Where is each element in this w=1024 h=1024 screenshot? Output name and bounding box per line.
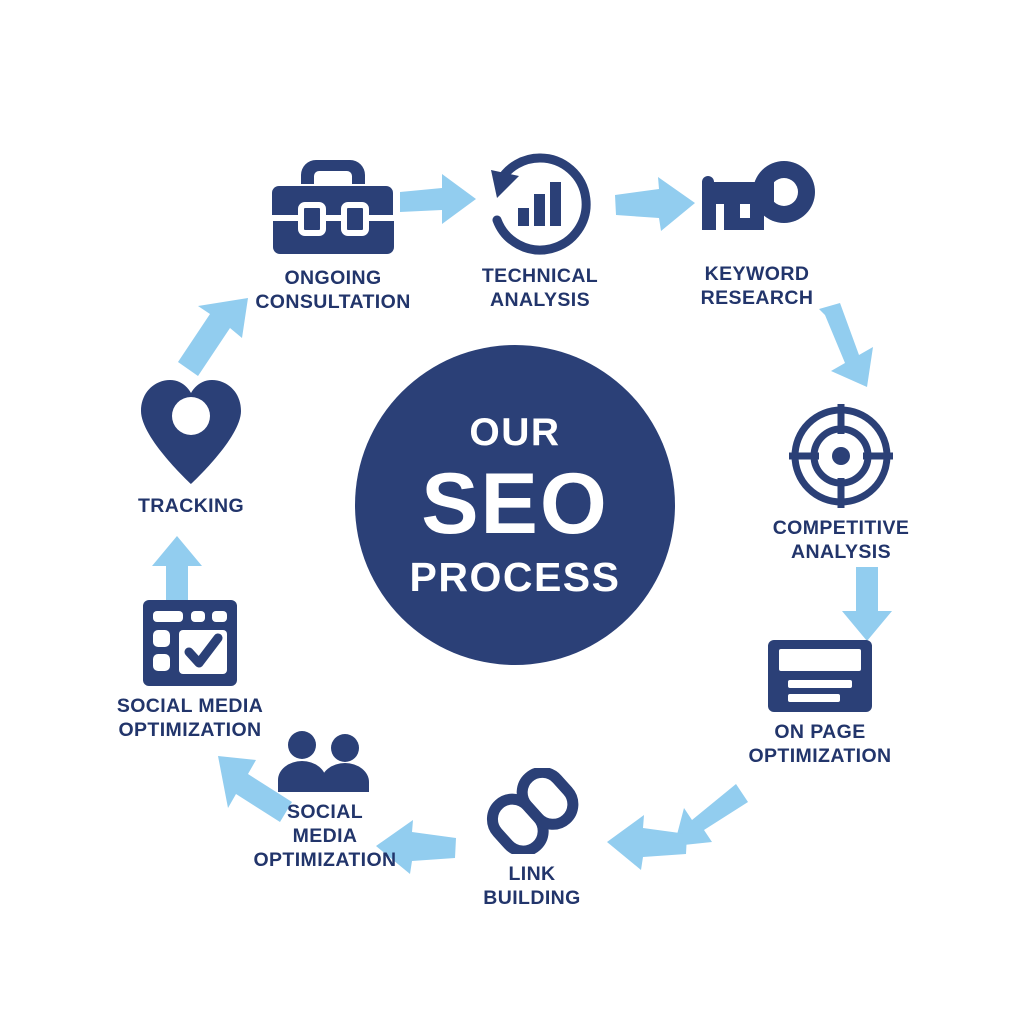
step-ongoing-consultation[interactable]: ONGOING CONSULTATION bbox=[223, 158, 443, 315]
step-technical-analysis[interactable]: TECHNICAL ANALYSIS bbox=[430, 152, 650, 313]
arrow-socialpeople-to-socialbrowser bbox=[212, 752, 296, 834]
browser-checkmark-icon bbox=[143, 600, 237, 686]
arrow-link-to-socialpeople bbox=[605, 812, 689, 876]
step-label-competitive-analysis: COMPETITIVE ANALYSIS bbox=[772, 517, 910, 563]
arrow-onpage-to-link bbox=[672, 780, 750, 862]
step-competitive-analysis[interactable]: COMPETITIVE ANALYSIS bbox=[731, 404, 951, 565]
step-label-social-media-optimization-people: SOCIAL MEDIA OPTIMIZATION bbox=[253, 801, 397, 871]
step-label-ongoing-consultation: ONGOING CONSULTATION bbox=[255, 267, 411, 313]
two-users-icon bbox=[275, 730, 375, 792]
heart-map-pin-icon bbox=[139, 378, 243, 486]
target-crosshair-icon bbox=[789, 404, 893, 508]
step-label-tracking: TRACKING bbox=[137, 495, 245, 517]
arrow-competitive-to-onpage bbox=[838, 565, 896, 643]
key-icon bbox=[696, 160, 818, 254]
document-page-icon bbox=[768, 640, 872, 712]
refresh-bar-chart-icon bbox=[487, 152, 593, 256]
chain-link-icon bbox=[476, 766, 588, 857]
hub-line-our: OUR bbox=[469, 410, 561, 454]
arrow-consultation-to-technical bbox=[398, 170, 478, 228]
step-keyword-research[interactable]: KEYWORD RESEARCH bbox=[647, 160, 867, 311]
briefcase-icon bbox=[272, 158, 394, 258]
step-label-keyword-research: KEYWORD RESEARCH bbox=[700, 263, 814, 309]
step-social-media-optimization-browser[interactable]: SOCIAL MEDIA OPTIMIZATION bbox=[80, 600, 300, 743]
step-tracking[interactable]: TRACKING bbox=[81, 378, 301, 519]
arrow-socialbrowser-to-tracking bbox=[148, 534, 206, 612]
step-label-link-building: LINK BUILDING bbox=[483, 863, 581, 909]
hub-line-process: PROCESS bbox=[409, 553, 621, 600]
center-hub: OUR SEO PROCESS bbox=[355, 345, 675, 665]
step-social-media-optimization-people[interactable]: SOCIAL MEDIA OPTIMIZATION bbox=[215, 730, 435, 872]
arrow-keyword-to-competitive bbox=[805, 303, 883, 389]
step-label-technical-analysis: TECHNICAL ANALYSIS bbox=[481, 265, 599, 311]
arrow-socialpeople-left bbox=[374, 818, 458, 878]
arrow-tracking-to-consultation bbox=[176, 296, 256, 380]
step-label-on-page-optimization: ON PAGE OPTIMIZATION bbox=[748, 721, 892, 767]
step-link-building[interactable]: LINK BUILDING bbox=[422, 766, 642, 911]
step-label-social-media-optimization-browser: SOCIAL MEDIA OPTIMIZATION bbox=[116, 695, 264, 741]
step-on-page-optimization[interactable]: ON PAGE OPTIMIZATION bbox=[710, 640, 930, 769]
arrow-technical-to-keyword bbox=[613, 175, 697, 235]
hub-line-seo: SEO bbox=[421, 455, 609, 552]
